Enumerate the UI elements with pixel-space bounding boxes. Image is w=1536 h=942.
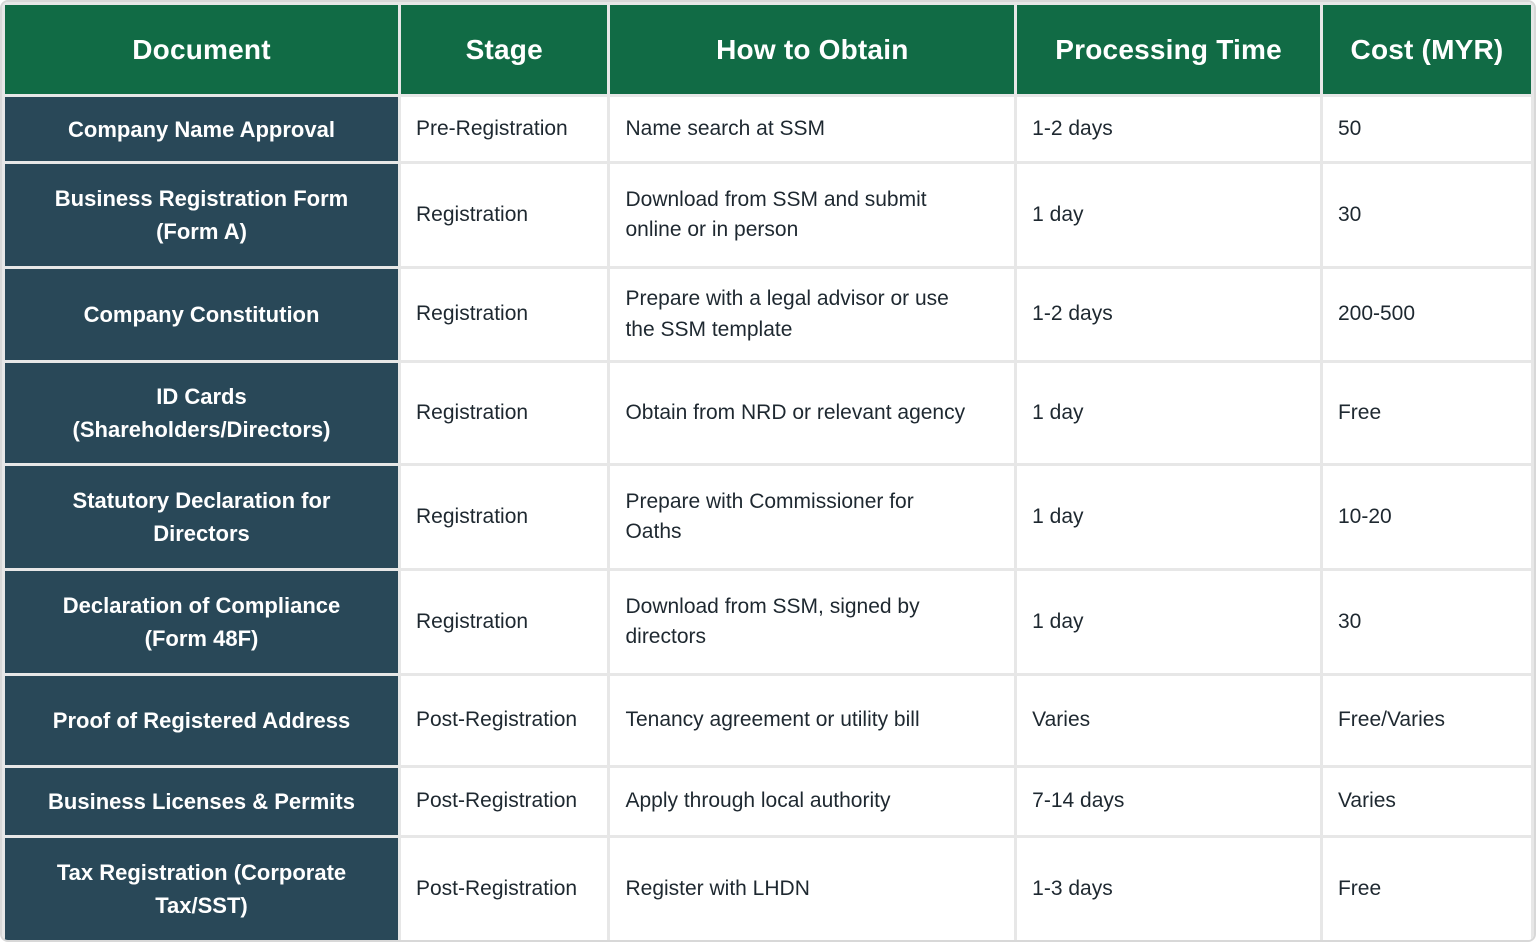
table-row: Business Registration Form (Form A) Regi… — [2, 161, 1534, 269]
row-header-document: ID Cards (Shareholders/Directors) — [2, 360, 401, 466]
table-row: Company Name Approval Pre-Registration N… — [2, 94, 1534, 164]
table-row: Statutory Declaration for Directors Regi… — [2, 463, 1534, 571]
cell-cost: 50 — [1319, 94, 1534, 164]
cell-cost: Varies — [1319, 765, 1534, 838]
cell-stage: Post-Registration — [397, 673, 611, 768]
row-header-document: Statutory Declaration for Directors — [2, 463, 401, 571]
cell-stage: Post-Registration — [397, 765, 611, 838]
cell-processing-time: 1 day — [1014, 568, 1323, 676]
cell-how-to-obtain: Tenancy agreement or utility bill — [607, 673, 1018, 768]
row-header-document: Business Registration Form (Form A) — [2, 161, 401, 269]
cell-how-to-obtain: Prepare with Commissioner for Oaths — [607, 463, 1018, 571]
col-header-processing-time: Processing Time — [1014, 2, 1323, 97]
row-header-document: Company Constitution — [2, 266, 401, 363]
col-header-how-to-obtain: How to Obtain — [607, 2, 1018, 97]
cell-stage: Registration — [397, 161, 611, 269]
cell-processing-time: 1 day — [1014, 463, 1323, 571]
cell-processing-time: 1 day — [1014, 161, 1323, 269]
cell-how-to-obtain: Download from SSM, signed by directors — [607, 568, 1018, 676]
cell-how-to-obtain: Register with LHDN — [607, 835, 1018, 940]
col-header-cost: Cost (MYR) — [1319, 2, 1534, 97]
col-header-document: Document — [2, 2, 401, 97]
cell-cost: 30 — [1319, 161, 1534, 269]
cell-cost: 10-20 — [1319, 463, 1534, 571]
cell-cost: Free — [1319, 360, 1534, 466]
table-row: Company Constitution Registration Prepar… — [2, 266, 1534, 363]
col-header-stage: Stage — [397, 2, 611, 97]
cell-stage: Post-Registration — [397, 835, 611, 940]
row-header-document: Declaration of Compliance (Form 48F) — [2, 568, 401, 676]
table-row: Tax Registration (Corporate Tax/SST) Pos… — [2, 835, 1534, 940]
cell-how-to-obtain: Prepare with a legal advisor or use the … — [607, 266, 1018, 363]
cell-processing-time: 1-2 days — [1014, 266, 1323, 363]
table-row: ID Cards (Shareholders/Directors) Regist… — [2, 360, 1534, 466]
table-row: Declaration of Compliance (Form 48F) Reg… — [2, 568, 1534, 676]
row-header-document: Proof of Registered Address — [2, 673, 401, 768]
cell-processing-time: 7-14 days — [1014, 765, 1323, 838]
cell-how-to-obtain: Download from SSM and submit online or i… — [607, 161, 1018, 269]
row-header-document: Tax Registration (Corporate Tax/SST) — [2, 835, 401, 940]
cell-processing-time: 1-2 days — [1014, 94, 1323, 164]
cell-stage: Registration — [397, 463, 611, 571]
table-row: Business Licenses & Permits Post-Registr… — [2, 765, 1534, 838]
cell-cost: 30 — [1319, 568, 1534, 676]
table-row: Proof of Registered Address Post-Registr… — [2, 673, 1534, 768]
cell-stage: Registration — [397, 568, 611, 676]
cell-stage: Pre-Registration — [397, 94, 611, 164]
cell-processing-time: Varies — [1014, 673, 1323, 768]
cell-how-to-obtain: Name search at SSM — [607, 94, 1018, 164]
cell-processing-time: 1 day — [1014, 360, 1323, 466]
header-row: Document Stage How to Obtain Processing … — [2, 2, 1534, 97]
row-header-document: Company Name Approval — [2, 94, 401, 164]
cell-how-to-obtain: Obtain from NRD or relevant agency — [607, 360, 1018, 466]
row-header-document: Business Licenses & Permits — [2, 765, 401, 838]
cell-how-to-obtain: Apply through local authority — [607, 765, 1018, 838]
cell-stage: Registration — [397, 360, 611, 466]
cell-processing-time: 1-3 days — [1014, 835, 1323, 940]
cell-cost: Free/Varies — [1319, 673, 1534, 768]
cell-stage: Registration — [397, 266, 611, 363]
cell-cost: Free — [1319, 835, 1534, 940]
cell-cost: 200-500 — [1319, 266, 1534, 363]
